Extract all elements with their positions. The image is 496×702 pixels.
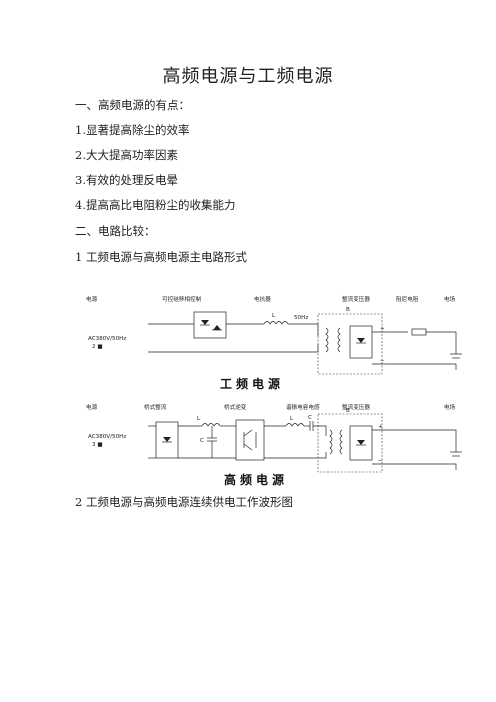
label-electric-field-2: 电场 [444, 403, 456, 411]
section2-heading: 二、电路比较： [75, 224, 156, 238]
circuit-comparison-heading: 1 工频电源与高频电源主电路形式 [75, 250, 247, 264]
advantage-item-3: 3.有效的处理反电晕 [75, 173, 178, 187]
label-transformer-b-2: B [346, 408, 350, 414]
label-phase-count: 2 ■ [92, 344, 103, 350]
svg-text:+: + [380, 326, 385, 332]
svg-text:+: + [378, 424, 383, 430]
caption-power-frequency: 工频电源 [220, 376, 284, 391]
label-source-spec: AC380V/50Hz [88, 336, 126, 342]
label-bridge-rectifier: 桥式整流 [144, 403, 167, 411]
advantage-item-2: 2.大大提高功率因素 [75, 148, 178, 162]
label-inductor-1: L [197, 416, 201, 422]
label-capacitor-1: C [200, 438, 204, 444]
label-resonant-lc: 谐振电容电感 [286, 403, 320, 411]
label-power-source-2: 电源 [86, 403, 98, 411]
label-scr-phase-control: 可控硅移相控制 [162, 295, 202, 303]
label-transformer-b: B [346, 307, 350, 313]
label-frequency: 50Hz [294, 315, 308, 321]
label-capacitor-2: C [308, 415, 312, 421]
power-frequency-circuit-diagram: 电源 可控硅移相控制 电抗器 整流变压器 阻尼电阻 电场 AC380V/50Hz… [86, 295, 462, 391]
advantage-item-1: 1.显著提高除尘的效率 [75, 123, 190, 137]
label-bridge-inverter: 桥式逆变 [224, 403, 247, 411]
label-inductor-2: L [290, 416, 294, 422]
label-rectifier-transformer: 整流变压器 [342, 295, 370, 303]
advantage-item-4: 4.提高高比电阻粉尘的收集能力 [75, 198, 236, 212]
label-reactor: 电抗器 [254, 295, 271, 303]
label-power-source: 电源 [86, 295, 98, 303]
svg-text:−: − [378, 458, 383, 464]
label-rectifier-transformer-2: 整流变压器 [342, 403, 370, 411]
label-inductor: L [272, 313, 276, 319]
label-damping-resistor: 阻尼电阻 [396, 295, 419, 303]
label-phase-count-2: 3 ■ [92, 442, 103, 448]
waveform-comparison-heading: 2 工频电源与高频电源连续供电工作波形图 [75, 495, 293, 509]
section1-heading: 一、高频电源的有点： [75, 98, 190, 112]
label-electric-field: 电场 [444, 295, 456, 303]
caption-high-frequency: 高频电源 [224, 472, 288, 487]
svg-text:−: − [380, 358, 385, 364]
high-frequency-circuit-diagram: 电源 桥式整流 桥式逆变 谐振电容电感 整流变压器 电场 AC380V/50Hz… [86, 403, 462, 487]
document-title: 高频电源与工频电源 [162, 66, 334, 87]
label-source-spec-2: AC380V/50Hz [88, 434, 126, 440]
